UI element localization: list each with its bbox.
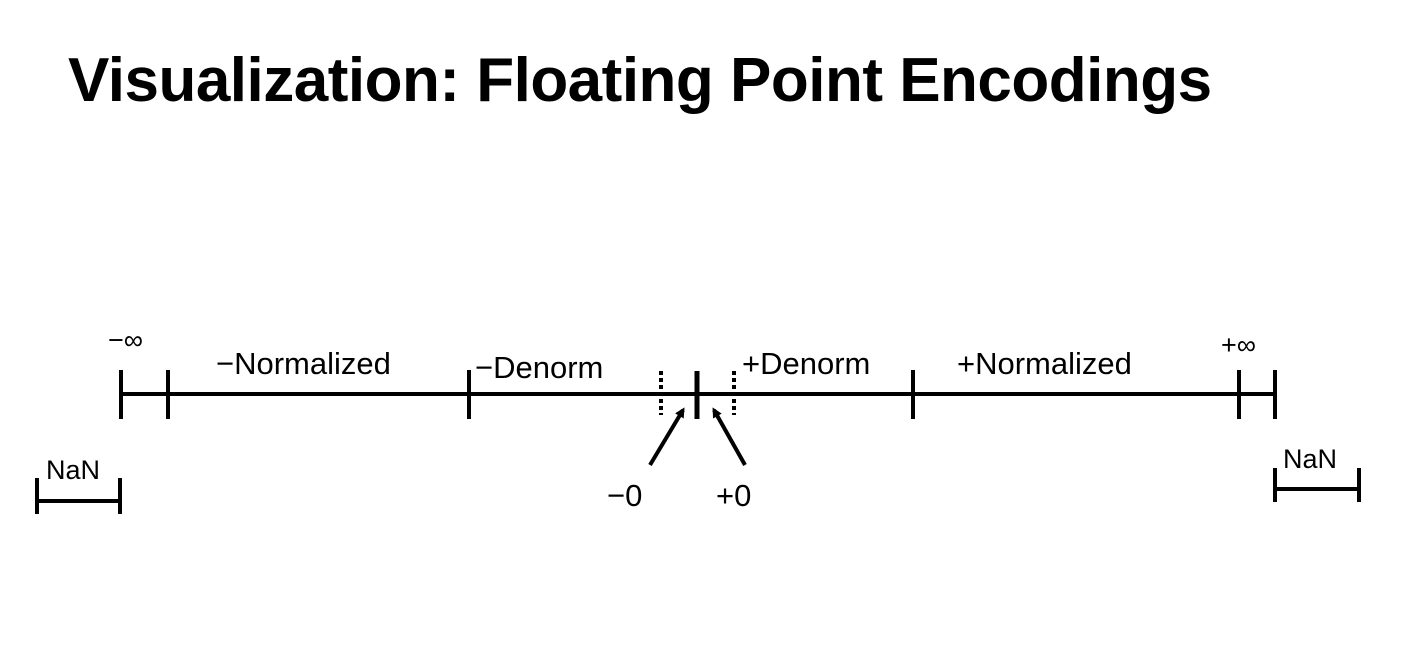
neg-normalized-label: −Normalized bbox=[216, 346, 391, 381]
pos-zero-label: +0 bbox=[716, 478, 752, 513]
pos-denorm-label: +Denorm bbox=[742, 346, 871, 381]
neg-zero-arrow bbox=[648, 407, 685, 467]
neg-infinity-label: −∞ bbox=[108, 325, 144, 355]
neg-denorm-label: −Denorm bbox=[475, 350, 604, 385]
neg-zero-label: −0 bbox=[607, 478, 643, 513]
pos-normalized-label: +Normalized bbox=[957, 346, 1132, 381]
pos-zero-arrow bbox=[712, 407, 747, 466]
nan-left-label: NaN bbox=[46, 455, 101, 485]
page-title: Visualization: Floating Point Encodings bbox=[68, 46, 1212, 115]
pos-infinity-label: +∞ bbox=[1221, 330, 1257, 360]
nan-right-label: NaN bbox=[1283, 444, 1338, 474]
